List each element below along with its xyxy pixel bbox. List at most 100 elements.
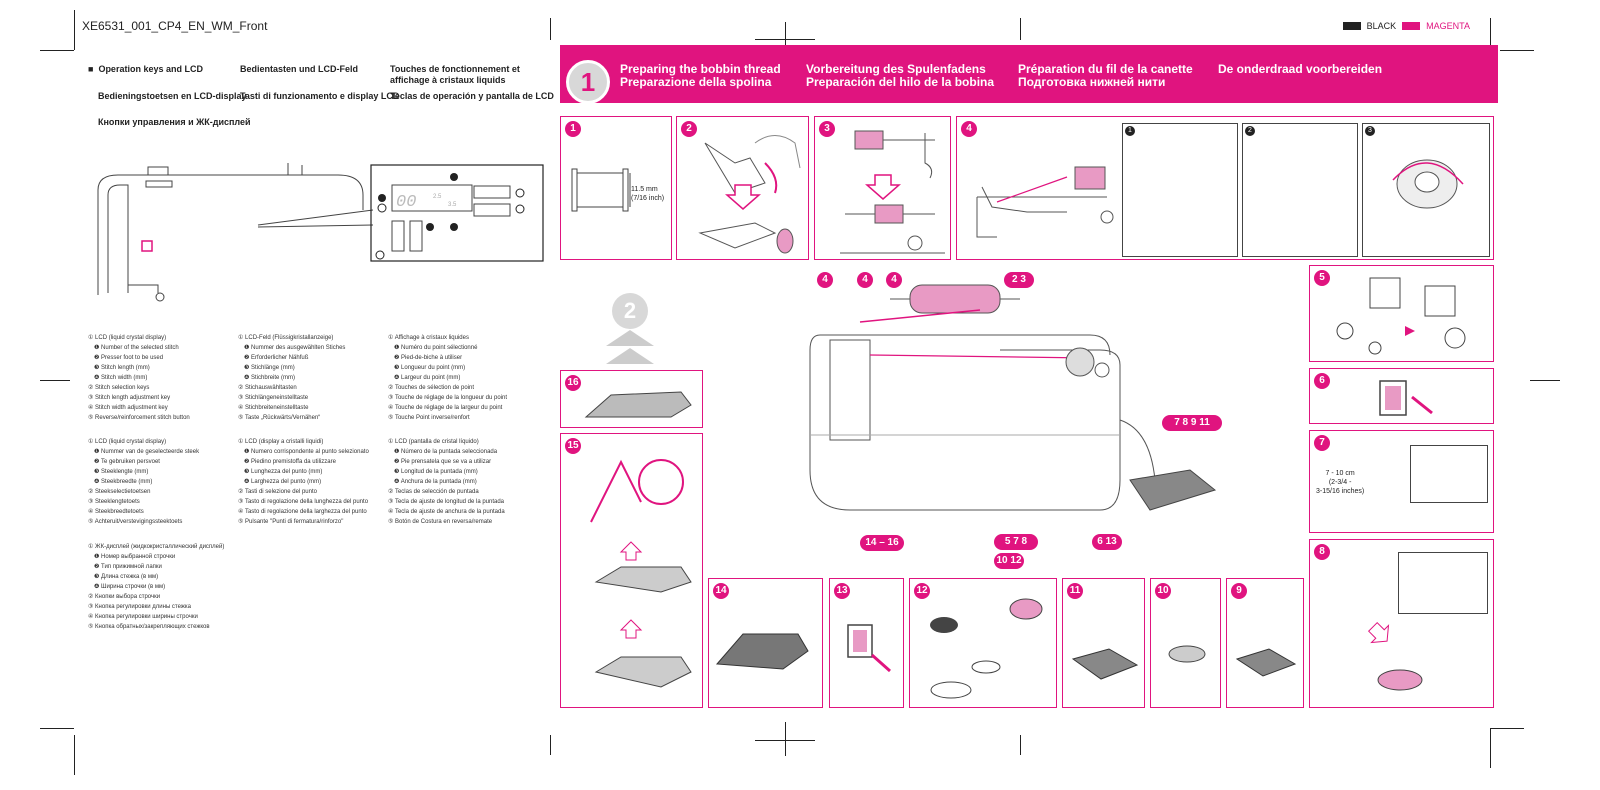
crop-mark bbox=[40, 380, 70, 381]
callout-2-3: 2 3 bbox=[1004, 272, 1034, 288]
black-swatch bbox=[1342, 22, 1361, 30]
section-1-logo: 1 bbox=[566, 60, 610, 104]
crop-mark bbox=[40, 50, 74, 51]
step-number: 3 bbox=[819, 121, 835, 137]
step-4-box: 4 1 2 3 bbox=[956, 116, 1494, 260]
legend-list-en: ① LCD (liquid crystal display)❶ Number o… bbox=[88, 335, 190, 421]
step-1-box: 1 11.5 mm (7/16 inch) bbox=[560, 116, 672, 260]
callout-5-7-8: 5 7 8 bbox=[994, 534, 1038, 550]
crop-mark bbox=[1490, 728, 1491, 768]
callout-4b: 4 bbox=[857, 272, 873, 288]
step-3-box: 3 bbox=[814, 116, 951, 260]
section-heading-en: ■ Operation keys and LCD bbox=[88, 64, 203, 74]
step-11-box: 11 bbox=[1062, 578, 1145, 708]
section-heading-fr: Touches de fonctionnement et affichage à… bbox=[390, 64, 520, 85]
step-number: 5 bbox=[1314, 270, 1330, 286]
step-number: 1 bbox=[565, 121, 581, 137]
crop-mark bbox=[74, 735, 75, 775]
magenta-label: MAGENTA bbox=[1426, 21, 1470, 31]
lcd-number: 00 bbox=[396, 193, 416, 212]
bobbin-icon bbox=[571, 168, 631, 212]
legend-list-de: ① LCD-Feld (Flüssigkristallanzeige)❶ Num… bbox=[238, 335, 346, 421]
step-7-box: 7 7 - 10 cm (2-3/4 - 3-15/16 inches) bbox=[1309, 430, 1494, 533]
callout-7-8-9-11: 7 8 9 11 bbox=[1162, 415, 1222, 431]
magenta-swatch bbox=[1402, 22, 1421, 30]
legend-list-nl: ① LCD (liquid crystal display)❶ Nummer v… bbox=[88, 439, 200, 525]
step-number: 11 bbox=[1067, 583, 1083, 599]
thread-length-note: 7 - 10 cm (2-3/4 - 3-15/16 inches) bbox=[1316, 470, 1365, 495]
legend-list-es: ① LCD (pantalla de cristal líquido)❶ Núm… bbox=[388, 439, 505, 525]
callout-4a: 4 bbox=[817, 272, 833, 288]
step-number: 10 bbox=[1155, 583, 1171, 599]
legend-list-it: ① LCD (display a cristalli liquidi)❶ Num… bbox=[238, 439, 369, 525]
machine-lcd-illustration: 00 2.5 3.5 bbox=[97, 163, 544, 302]
step-number: 2 bbox=[681, 121, 697, 137]
up-arrow-gray bbox=[606, 330, 654, 364]
step-3-illustration bbox=[840, 130, 945, 254]
crop-mark bbox=[785, 22, 786, 56]
section-heading-de: Bedientasten und LCD-Feld bbox=[240, 64, 359, 74]
step-14-box: 14 bbox=[708, 578, 823, 708]
crop-mark bbox=[40, 728, 74, 729]
step-16-box: 16 bbox=[560, 370, 703, 428]
crop-mark bbox=[785, 722, 786, 756]
black-label: BLACK bbox=[1366, 21, 1397, 31]
machine-overview-illustration bbox=[809, 284, 1217, 511]
step-8-box: 8 bbox=[1309, 539, 1494, 708]
bobbin-size-note: 11.5 mm (7/16 inch) bbox=[631, 186, 665, 202]
step-number: 16 bbox=[565, 375, 581, 391]
step-number: 4 bbox=[961, 121, 977, 137]
step-number: 9 bbox=[1231, 583, 1247, 599]
step-number: 12 bbox=[914, 583, 930, 599]
step-number: 13 bbox=[834, 583, 850, 599]
section-heading-nl: Bedieningstoetsen en LCD-display bbox=[98, 91, 247, 101]
crop-mark bbox=[1020, 18, 1021, 40]
step-15-box: 15 bbox=[560, 433, 703, 708]
callout-6-13: 6 13 bbox=[1092, 534, 1122, 550]
crop-mark bbox=[550, 735, 551, 755]
lcd-length: 2.5 bbox=[433, 194, 442, 200]
step-4-detail-2: 2 bbox=[1242, 123, 1358, 257]
section-heading-ru: Кнопки управления и ЖК-дисплей bbox=[98, 117, 251, 127]
step-2-box: 2 bbox=[676, 116, 809, 260]
legend-list-ru: ① ЖК-дисплей (жидкокристаллический диспл… bbox=[88, 544, 225, 630]
crop-mark bbox=[1530, 380, 1560, 381]
next-section-logo: 2 bbox=[612, 293, 648, 329]
step-number: 15 bbox=[565, 438, 581, 454]
step-5-box: 5 bbox=[1309, 265, 1494, 362]
step-4-detail-1: 1 bbox=[1122, 123, 1238, 257]
crop-mark bbox=[1500, 50, 1534, 51]
step-12-box: 12 bbox=[909, 578, 1057, 708]
step-number: 8 bbox=[1314, 544, 1330, 560]
step-2-illustration bbox=[698, 135, 801, 254]
color-legend: BLACK MAGENTA bbox=[1342, 21, 1470, 31]
step-9-box: 9 bbox=[1226, 578, 1304, 708]
crop-mark bbox=[550, 18, 551, 40]
banner-title-nl: De onderdraad voorbereiden bbox=[1218, 62, 1383, 76]
step-number: 7 bbox=[1314, 435, 1330, 451]
callout-10-12: 10 12 bbox=[994, 553, 1024, 569]
step-8-pedal-detail bbox=[1398, 552, 1488, 614]
crop-mark bbox=[1490, 18, 1491, 50]
step-4-overview bbox=[976, 166, 1114, 238]
step-6-box: 6 bbox=[1309, 368, 1494, 424]
step-7-pedal-detail bbox=[1410, 445, 1488, 503]
callout-4c: 4 bbox=[886, 272, 902, 288]
step-number: 14 bbox=[713, 583, 729, 599]
section-heading-es: Teclas de operación y pantalla de LCD bbox=[390, 91, 554, 101]
crop-mark bbox=[74, 10, 75, 50]
step-4-detail-3: 3 bbox=[1362, 123, 1490, 257]
file-title: XE6531_001_CP4_EN_WM_Front bbox=[82, 19, 268, 33]
step-10-box: 10 bbox=[1150, 578, 1221, 708]
step-number: 6 bbox=[1314, 373, 1330, 389]
lcd-width: 3.5 bbox=[448, 202, 457, 208]
crop-mark bbox=[1490, 728, 1524, 729]
callout-14-16: 14 – 16 bbox=[860, 535, 904, 551]
step-13-box: 13 bbox=[829, 578, 904, 708]
section-heading-it: Tasti di funzionamento e display LCD bbox=[240, 91, 400, 101]
